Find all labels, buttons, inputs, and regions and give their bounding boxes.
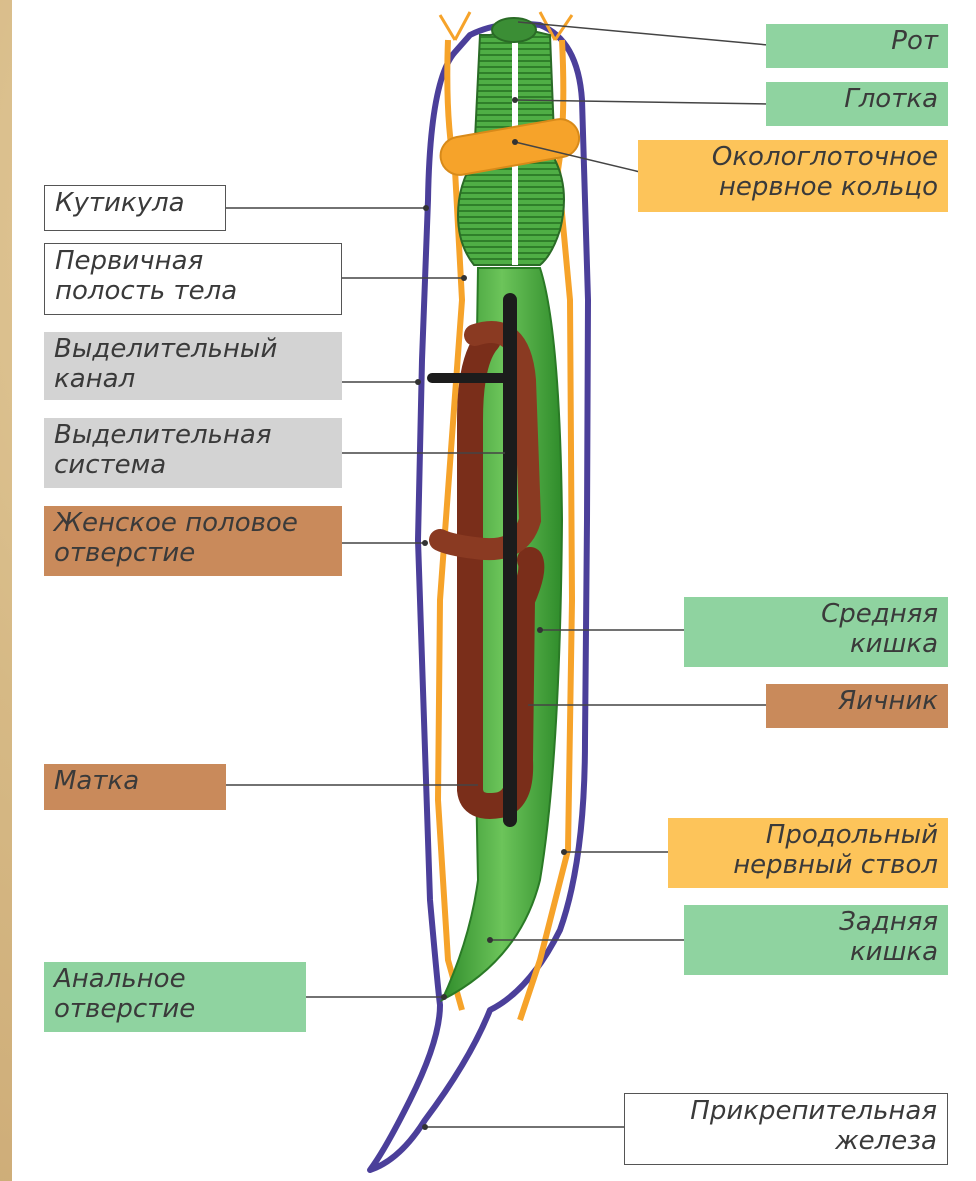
label-cuticle: Кутикула: [44, 185, 226, 231]
mouth-drawing: [492, 18, 536, 42]
label-nerve-cord: Продольный нервный ствол: [668, 818, 948, 888]
label-midgut: Средняя кишка: [684, 597, 948, 667]
label-female-opening: Женское половое отверстие: [44, 506, 342, 576]
label-excretory-system: Выделительная система: [44, 418, 342, 488]
label-body-cavity: Первичная полость тела: [44, 243, 342, 315]
label-hindgut: Задняя кишка: [684, 905, 948, 975]
label-mouth: Рот: [766, 24, 948, 68]
label-nerve-ring: Окологлоточное нервное кольцо: [638, 140, 948, 212]
label-pharynx: Глотка: [766, 82, 948, 126]
label-adhesive-gland: Прикрепительная железа: [624, 1093, 948, 1165]
label-ovary: Яичник: [766, 684, 948, 728]
label-anus: Анальное отверстие: [44, 962, 306, 1032]
label-excretory-canal: Выделительный канал: [44, 332, 342, 400]
label-uterus: Матка: [44, 764, 226, 810]
